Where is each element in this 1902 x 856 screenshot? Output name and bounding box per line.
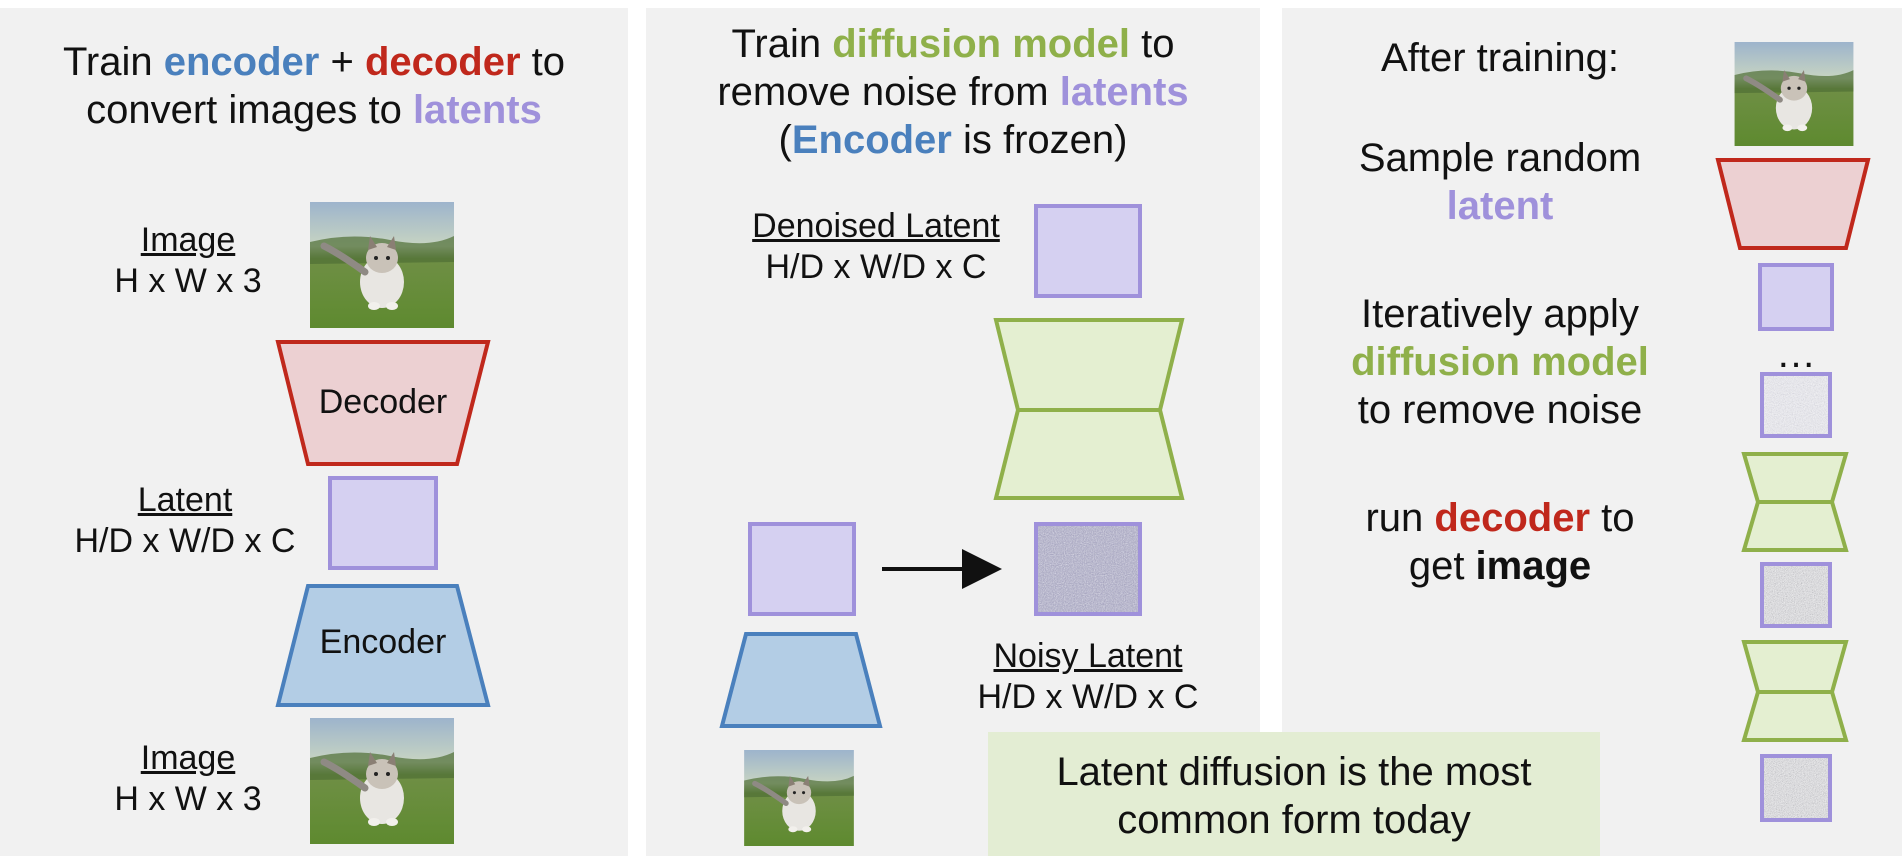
summary-banner xyxy=(988,732,1600,856)
noisy-latent-label: Noisy Latent xyxy=(993,637,1183,675)
denoised-latent-box xyxy=(1034,204,1142,298)
latent-label: Latent xyxy=(137,481,233,519)
noisy-latent-caption: Noisy Latent H/D x W/D x C xyxy=(940,636,1236,718)
image-top-dims: H x W x 3 xyxy=(114,261,262,300)
decoder-shape-small xyxy=(1715,158,1871,250)
iterative-denoise-text: Iteratively apply diffusion model to rem… xyxy=(1351,292,1649,432)
unet-step-2-bottom xyxy=(1741,690,1849,742)
panel1-title: Train encoder + decoder to convert image… xyxy=(62,40,566,132)
image-bottom-caption: Image H x W x 3 xyxy=(90,738,286,820)
decoder-label: Decoder xyxy=(318,383,448,421)
noise-texture xyxy=(1038,526,1138,612)
latent-caption: Latent H/D x W/D x C xyxy=(40,480,330,562)
noise-texture-2 xyxy=(1762,564,1830,626)
noise-texture-3 xyxy=(1762,756,1830,820)
noise-texture-1 xyxy=(1762,374,1830,436)
image-bottom-dims: H x W x 3 xyxy=(114,779,262,818)
latent-box xyxy=(328,476,438,570)
kitten-image-output xyxy=(1735,42,1854,146)
latent-step-noise xyxy=(1760,754,1832,822)
unet-step-2-top xyxy=(1741,640,1849,694)
after-training-heading: After training: xyxy=(1381,36,1619,80)
encoder-shape xyxy=(275,584,491,707)
noisy-latent-border xyxy=(1034,522,1142,616)
denoised-latent-label: Denoised Latent xyxy=(752,207,1000,245)
unet-step-1-top xyxy=(1741,452,1849,504)
kitten-image-top xyxy=(310,202,454,328)
denoised-latent-dims: H/D x W/D x C xyxy=(765,247,987,286)
latent-dims: H/D x W/D x C xyxy=(74,521,296,560)
unet-bottom-half xyxy=(993,408,1185,500)
sample-random-latent-text: Sample random latent xyxy=(1358,136,1642,228)
image-top-caption: Image H x W x 3 xyxy=(90,220,286,302)
latent-step-2 xyxy=(1760,562,1832,628)
panel2-title: Train diffusion model to remove noise fr… xyxy=(717,22,1189,162)
run-decoder-text: run decoder to get image xyxy=(1365,496,1635,588)
unet-step-1-bottom xyxy=(1741,500,1849,552)
kitten-image-input xyxy=(744,750,854,846)
latent-step-1 xyxy=(1760,372,1832,438)
image-top-label: Image xyxy=(140,221,236,259)
clean-latent-box xyxy=(748,522,856,616)
image-bottom-label: Image xyxy=(140,739,236,777)
noisy-latent-dims: H/D x W/D x C xyxy=(977,677,1199,716)
encoder-label: Encoder xyxy=(319,623,447,661)
unet-top-half xyxy=(993,318,1185,412)
latent-box-small xyxy=(1758,263,1834,331)
frozen-encoder-shape xyxy=(719,632,883,728)
kitten-image-bottom xyxy=(310,718,454,844)
decoder-shape xyxy=(275,340,491,466)
summary-banner-text: Latent diffusion is the most common form… xyxy=(1056,750,1532,842)
denoised-latent-caption: Denoised Latent H/D x W/D x C xyxy=(722,206,1030,288)
ellipsis-text: … xyxy=(1776,332,1816,376)
